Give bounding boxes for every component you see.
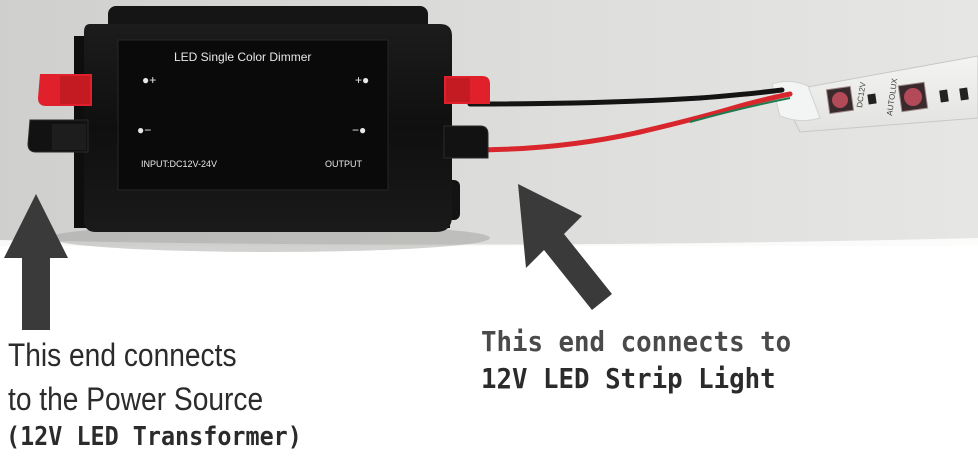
dimmer-title: LED Single Color Dimmer xyxy=(174,50,311,64)
right-caption-line1: This end connects to xyxy=(481,325,792,358)
output-plus-label: +● xyxy=(355,73,369,87)
diagonal-arrow-icon xyxy=(518,184,612,310)
right-caption-line2: 12V LED Strip Light xyxy=(481,362,776,395)
up-arrow-icon xyxy=(4,194,68,330)
left-caption-line1: This end connects xyxy=(8,337,237,373)
dimmer-device: LED Single Color Dimmer ●+ ●− +● −● INPU… xyxy=(27,6,490,232)
output-minus-label: −● xyxy=(352,123,366,137)
dimmer-label-panel xyxy=(117,39,389,191)
input-minus-label: ●− xyxy=(137,123,151,137)
output-label: OUTPUT xyxy=(325,159,363,169)
left-caption-line2: to the Power Source xyxy=(8,381,264,417)
led-strip: DC12V AUTOLUX xyxy=(771,55,978,133)
left-caption-line3: (12V LED Transformer) xyxy=(6,422,302,452)
output-black-lever xyxy=(443,125,489,159)
input-rating-label: INPUT:DC12V-24V xyxy=(141,159,217,169)
black-wire xyxy=(467,87,785,107)
green-wire xyxy=(689,97,791,123)
strip-voltage-label: DC12V xyxy=(855,81,868,108)
red-wire xyxy=(467,91,793,153)
wires xyxy=(467,87,793,153)
input-plus-label: ●+ xyxy=(142,73,156,87)
